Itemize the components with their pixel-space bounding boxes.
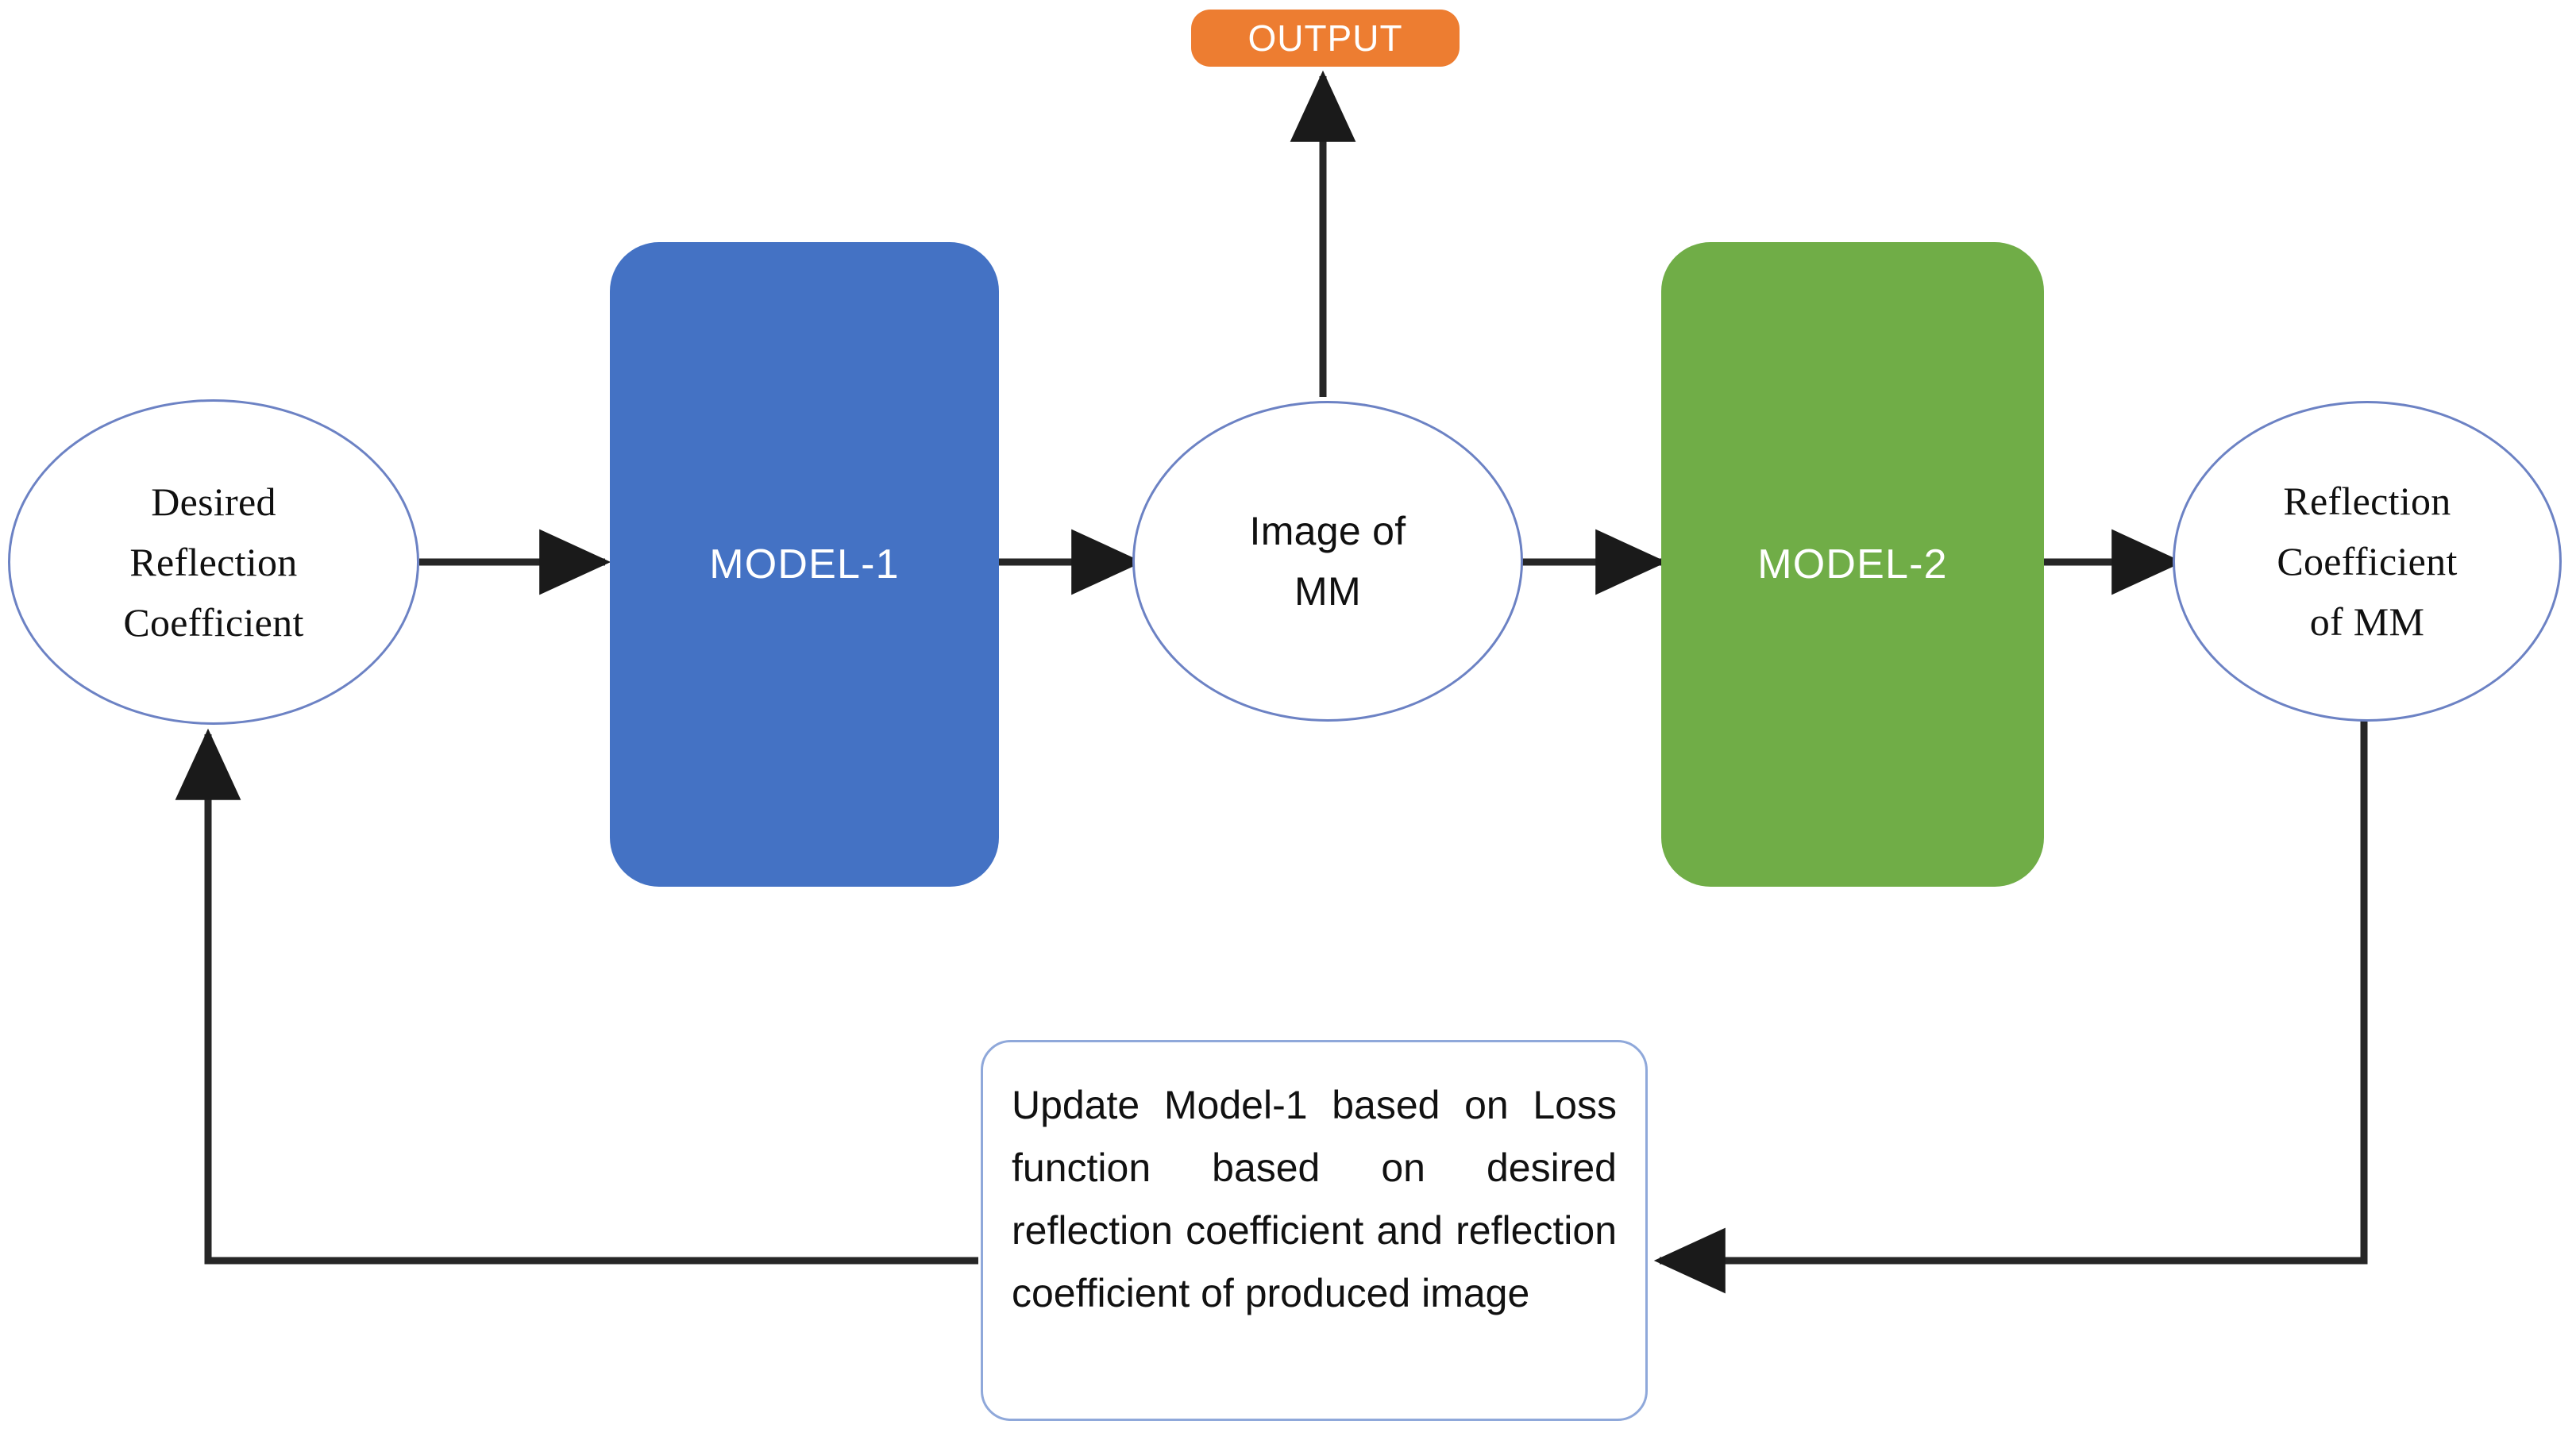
model-1-label: MODEL-1 — [709, 541, 900, 587]
image-of-mm-label: Image of MM — [1249, 509, 1406, 614]
output-label: OUTPUT — [1248, 17, 1403, 59]
model-2-label: MODEL-2 — [1757, 541, 1948, 587]
update-note-text: Update Model-1 based on Loss function ba… — [1012, 1083, 1617, 1315]
edge-reflection-to-note — [1653, 718, 2368, 1294]
node-update-note[interactable]: Update Model-1 based on Loss function ba… — [981, 1040, 1648, 1421]
desired-reflection-coefficient-label: Desired Reflection Coefficient — [123, 479, 304, 645]
node-output[interactable]: OUTPUT — [1191, 10, 1460, 67]
node-model-1[interactable]: MODEL-1 — [610, 242, 999, 887]
edge-note-to-desired — [175, 728, 978, 1265]
reflection-coefficient-of-mm-label: Reflection Coefficient of MM — [2277, 479, 2458, 644]
node-model-2[interactable]: MODEL-2 — [1661, 242, 2044, 887]
node-reflection-coefficient-of-mm[interactable]: Reflection Coefficient of MM — [2173, 401, 2562, 722]
node-image-of-mm[interactable]: Image of MM — [1132, 401, 1523, 722]
node-desired-reflection-coefficient[interactable]: Desired Reflection Coefficient — [8, 399, 419, 725]
